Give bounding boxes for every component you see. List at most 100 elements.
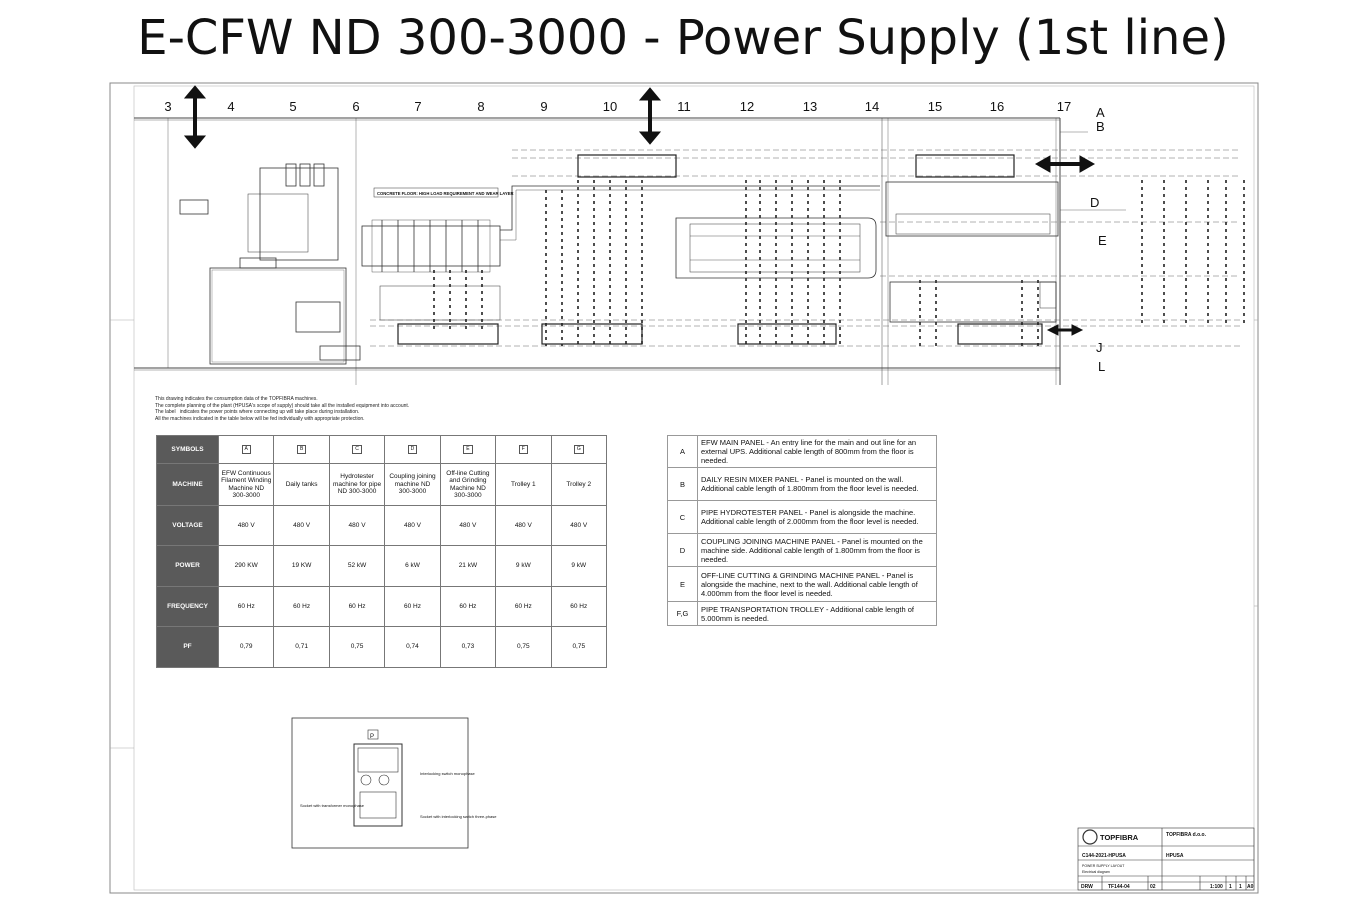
panel-description: COUPLING JOINING MACHINE PANEL - Panel i… [697, 533, 937, 567]
hydrotester [675, 181, 1059, 323]
title-block-client: HPUSA [1166, 853, 1184, 859]
grid-row-label: A [1096, 105, 1105, 120]
power-cell: 52 kW [328, 545, 386, 587]
trolleys [397, 154, 1043, 345]
title-block-drw-label: DRW [1081, 884, 1093, 890]
grid-col-label: 13 [803, 99, 817, 114]
frequency-cell: 60 Hz [273, 586, 330, 627]
socket-label: Socket with transformer monophase [300, 803, 365, 808]
frequency-cell: 60 Hz [384, 586, 441, 627]
voltage-cell: 480 V [495, 505, 552, 546]
machine-name: Trolley 2 [550, 463, 608, 506]
page-title: E-CFW ND 300-3000 - Power Supply (1st li… [137, 10, 1229, 66]
voltage-cell: 480 V [273, 505, 330, 546]
machine-name: Off-line Cutting and Grinding Machine ND… [439, 463, 497, 506]
power-point-symbol: B [296, 444, 307, 455]
machine-name: EFW Continuous Filament Winding Machine … [217, 463, 275, 506]
grid-col-label: 11 [677, 99, 691, 114]
grid-row-label: J [1096, 340, 1103, 355]
panel-key: F,G [667, 601, 698, 626]
power-cell: 19 KW [273, 545, 330, 587]
direction-arrows [183, 85, 1096, 336]
drawing-notes: This drawing indicates the consumption d… [155, 396, 635, 422]
symbol-cell: D [384, 435, 441, 464]
panel-description: OFF-LINE CUTTING & GRINDING MACHINE PANE… [697, 566, 937, 602]
panel-description-table: A EFW MAIN PANEL - An entry line for the… [667, 435, 937, 626]
socket-label: Socket with interlocking switch three-ph… [420, 814, 497, 819]
pf-cell: 0,75 [550, 626, 608, 668]
grid-col-label: 14 [865, 99, 879, 114]
power-point-symbol: A [241, 444, 251, 455]
grid-row-label: E [1098, 233, 1107, 248]
grid-row-label: D [1090, 195, 1099, 210]
power-cell: 9 kW [550, 545, 608, 587]
row-header: VOLTAGE [156, 505, 219, 546]
symbol-cell: F [495, 435, 552, 464]
title-block-sheets: 1 [1239, 884, 1242, 890]
grid-col-label: 6 [352, 99, 359, 114]
frequency-cell: 60 Hz [217, 586, 275, 627]
frequency-cell: 60 Hz [328, 586, 386, 627]
power-point-symbol: E [463, 444, 473, 455]
floor-label: CONCRETE FLOOR: HIGH LOAD REQUIREMENT AN… [377, 191, 513, 196]
power-cell: 290 KW [217, 545, 275, 587]
title-block-drawing-subtitle: Electrical diagram [1082, 870, 1110, 874]
voltage-cell: 480 V [328, 505, 386, 546]
panel-key: B [667, 467, 698, 501]
power-point-symbol: F [518, 444, 528, 455]
frequency-cell: 60 Hz [495, 586, 552, 627]
power-cell: 9 kW [495, 545, 552, 587]
power-point-symbol: D [407, 444, 418, 455]
grid-col-label: 15 [928, 99, 942, 114]
panel-description: PIPE HYDROTESTER PANEL - Panel is alongs… [697, 500, 937, 534]
title-block-format: A0 [1247, 884, 1254, 890]
grid-col-label: 9 [540, 99, 547, 114]
row-header: SYMBOLS [156, 435, 219, 464]
winding-line [361, 185, 880, 321]
machine-spec-table: SYMBOLS A B C D E F G MACHINE EFW Contin… [156, 435, 608, 668]
grid-col-label: 3 [164, 99, 171, 114]
pf-cell: 0,73 [439, 626, 497, 668]
pf-cell: 0,74 [384, 626, 441, 668]
pf-cell: 0,79 [217, 626, 275, 668]
panel-key: E [667, 566, 698, 602]
note-line: All the machines indicated in the table … [155, 415, 365, 422]
panel-description: EFW MAIN PANEL - An entry line for the m… [697, 435, 937, 468]
row-header: MACHINE [156, 463, 219, 506]
title-block-scale: 1:100 [1210, 884, 1223, 890]
voltage-cell: 480 V [217, 505, 275, 546]
pf-cell: 0,75 [495, 626, 552, 668]
voltage-cell: 480 V [550, 505, 608, 546]
grid-row-labels: A B D E J L [1090, 105, 1107, 374]
note-line: The complete planning of the plant (HPUS… [155, 402, 410, 409]
drawing-frame-inner [133, 85, 1255, 891]
pf-cell: 0,71 [273, 626, 330, 668]
row-header: PF [156, 626, 219, 668]
grid-col-label: 8 [477, 99, 484, 114]
panel-description: DAILY RESIN MIXER PANEL - Panel is mount… [697, 467, 937, 501]
grid-col-label: 17 [1057, 99, 1071, 114]
machine-name: Daily tanks [273, 463, 330, 506]
symbol-cell: B [273, 435, 330, 464]
panel-key: C [667, 500, 698, 534]
socket-label: Interlocking switch monophase [420, 771, 475, 776]
symbol-cell: A [217, 435, 275, 464]
grid-row-label: B [1096, 119, 1105, 134]
row-header: POWER [156, 545, 219, 587]
grid-col-label: 10 [603, 99, 617, 114]
title-block [1077, 827, 1255, 891]
voltage-cell: 480 V [439, 505, 497, 546]
grid-column-labels: 3 4 5 6 7 8 9 10 11 12 13 14 15 16 17 [164, 99, 1071, 114]
title-block-revision: 02 [1150, 884, 1156, 890]
note-line: The label indicates the power points whe… [155, 409, 360, 415]
panel-key: A [667, 435, 698, 468]
grid-col-label: 12 [740, 99, 754, 114]
frequency-cell: 60 Hz [439, 586, 497, 627]
symbol-cell: E [439, 435, 497, 464]
voltage-cell: 480 V [384, 505, 441, 546]
trolley-rails [370, 149, 1240, 347]
panel-key: D [667, 533, 698, 567]
grid-col-label: 5 [289, 99, 296, 114]
machine-name: Trolley 1 [495, 463, 552, 506]
grid-col-label: 4 [227, 99, 234, 114]
